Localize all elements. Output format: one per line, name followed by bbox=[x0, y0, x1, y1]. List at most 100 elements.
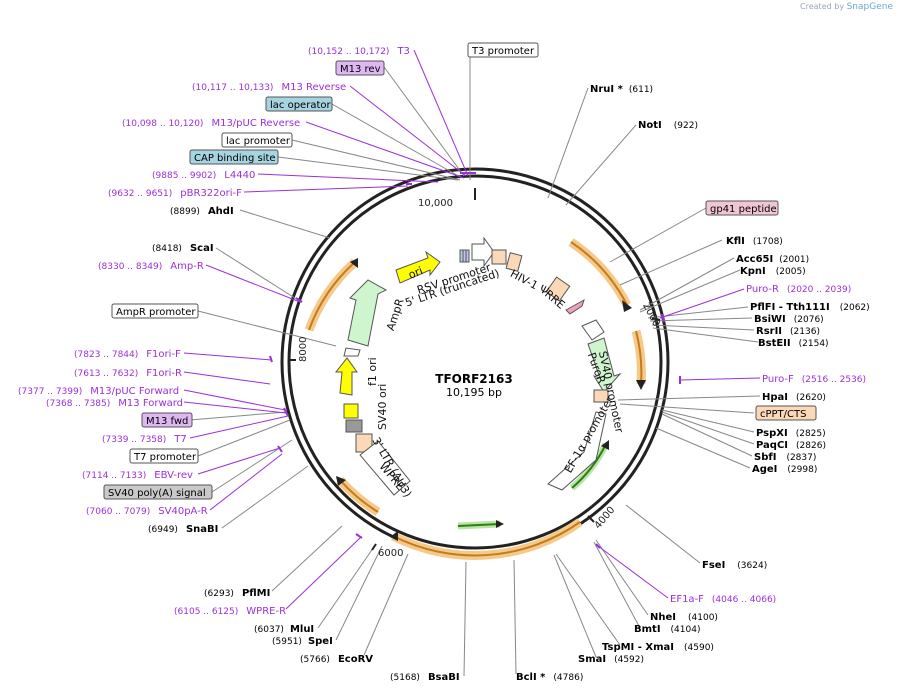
pmark-m13 bbox=[283, 407, 289, 417]
primer-lines bbox=[183, 49, 761, 610]
primer-m13puc-forward: (7377 .. 7399)M13/pUC Forward bbox=[18, 386, 179, 397]
primer-labels: (10,152 .. 10,172)T3 (10,117 .. 10,133)M… bbox=[18, 46, 866, 617]
tick-2000 bbox=[651, 317, 661, 321]
box-gp41 bbox=[705, 200, 779, 216]
box-m13fwd bbox=[141, 412, 193, 428]
line-bcli bbox=[513, 559, 517, 675]
line-t7-promoter bbox=[197, 419, 291, 457]
orf-arc-left-core bbox=[308, 261, 356, 331]
box-t7-promoter bbox=[129, 448, 199, 464]
pmark-puror bbox=[661, 313, 665, 323]
pline-ampr bbox=[205, 264, 301, 303]
enzyme-agei: AgeI(2998) bbox=[752, 464, 817, 475]
line-tspmi bbox=[555, 553, 621, 646]
arrowhead-left bbox=[350, 258, 358, 268]
enzyme-sbfi: SbfI(2837) bbox=[754, 452, 816, 463]
arrowhead-right bbox=[636, 380, 646, 390]
box-cap-text: CAP binding site bbox=[194, 153, 276, 164]
plasmid-name: TFORF2163 bbox=[435, 372, 512, 386]
hiv-psi-box bbox=[505, 252, 523, 272]
line-lac-operator bbox=[331, 103, 463, 179]
line-cppt bbox=[619, 403, 755, 414]
primer-sv40pa-r: (7060 .. 7079)SV40pA-R bbox=[86, 506, 208, 517]
primer-ebv-rev: (7114 .. 7133)EBV-rev bbox=[82, 470, 193, 481]
ring-ticks bbox=[288, 188, 661, 551]
line-sbfi bbox=[661, 413, 753, 457]
line-nhei bbox=[595, 539, 649, 616]
tick-label-6000: 6000 bbox=[378, 548, 403, 559]
box-t3-promoter bbox=[467, 42, 539, 58]
enzyme-bmti: BmtI(4104) bbox=[634, 624, 700, 635]
enzyme-nhei: NheI(4100) bbox=[650, 612, 718, 623]
pline-pbr322 bbox=[243, 185, 409, 193]
arrowhead-green-bottom bbox=[496, 520, 504, 528]
enzyme-pflfi: PflFI - Tth111I(2062) bbox=[750, 302, 870, 313]
enzyme-tspmi: TspMI - XmaI(4590) bbox=[602, 642, 714, 653]
pmark-f1 bbox=[269, 355, 273, 363]
rre-box bbox=[545, 276, 571, 302]
primer-wpre-r: (6105 .. 6125)WPRE-R bbox=[174, 606, 286, 617]
inner-features bbox=[334, 236, 622, 496]
ltr5-box bbox=[491, 249, 507, 265]
pline-puro-r bbox=[659, 288, 745, 319]
enzyme-bcli: BclI *(4786) bbox=[516, 672, 583, 683]
orf-arc-left bbox=[304, 258, 359, 332]
orf-arc-bottom-core bbox=[392, 521, 581, 557]
tick-4000 bbox=[587, 515, 595, 523]
line-paqci bbox=[661, 411, 755, 445]
pline-m13-fwd bbox=[183, 401, 287, 414]
enzyme-spei: (5951)SpeI bbox=[272, 636, 333, 647]
ori-arrow bbox=[395, 250, 441, 284]
pline-sv40pa bbox=[209, 453, 283, 511]
enzyme-hpai: HpaI(2620) bbox=[762, 392, 826, 403]
enzyme-pflmi: (6293)PflMI bbox=[204, 588, 270, 599]
box-t7-promoter-text: T7 promoter bbox=[133, 452, 197, 463]
primer-puro-f: Puro-F(2516 .. 2536) bbox=[762, 374, 866, 385]
tick-label-10000: 10,000 bbox=[418, 198, 453, 209]
box-sv40polya-text: SV40 poly(A) signal bbox=[108, 488, 206, 499]
pline-m13rev bbox=[349, 85, 467, 177]
enzyme-snabi: (6949)SnaBI bbox=[148, 524, 218, 535]
line-acc65i bbox=[639, 257, 735, 311]
tick-6000 bbox=[371, 543, 377, 551]
ampr-arrow bbox=[347, 279, 388, 347]
pline-wpre-r bbox=[285, 537, 361, 610]
line-bsiwi bbox=[649, 317, 753, 322]
enzyme-paqci: PaqCI(2826) bbox=[756, 440, 826, 451]
box-ampr-promoter-text: AmpR promoter bbox=[116, 307, 196, 318]
pline-f1ori-r bbox=[183, 371, 271, 385]
line-gp41 bbox=[609, 207, 707, 263]
primer-ef1a-f: EF1a-F(4046 .. 4066) bbox=[670, 594, 776, 605]
line-ahdi bbox=[239, 209, 331, 239]
tick-label-8000: 8000 bbox=[298, 337, 309, 362]
line-bsabi bbox=[463, 561, 467, 677]
orf-arc-top-right bbox=[568, 238, 632, 308]
box-lac-operator-text: lac operator bbox=[270, 100, 331, 111]
line-mlui bbox=[317, 543, 377, 629]
pmark-ampr bbox=[295, 297, 303, 303]
pmark-ebv bbox=[277, 445, 283, 453]
pline-t7 bbox=[189, 415, 289, 439]
outer-arrowheads bbox=[336, 258, 646, 541]
plasmid-size: 10,195 bp bbox=[446, 386, 502, 399]
box-sv40polya bbox=[103, 484, 213, 500]
primer-m13puc-reverse: (10,098 .. 10,120)M13/pUC Reverse bbox=[122, 118, 300, 129]
primer-marks bbox=[269, 172, 681, 549]
line-snabi bbox=[221, 465, 309, 529]
sv40-ori-box bbox=[343, 403, 359, 419]
pline-puro-f bbox=[679, 377, 761, 381]
tick-label-4000: 4000 bbox=[593, 505, 618, 532]
pline-t3 bbox=[413, 49, 469, 177]
enzyme-ahdi: (8899)AhdI bbox=[170, 206, 234, 217]
enzyme-pspxi: PspXI(2825) bbox=[756, 428, 826, 439]
label-f1ori: f1 ori bbox=[366, 357, 379, 386]
pline-ebv bbox=[197, 447, 281, 475]
enzyme-fsei: FseI(3624) bbox=[702, 560, 767, 571]
connector-lines bbox=[189, 56, 761, 677]
arrowhead-bottom-left bbox=[336, 476, 346, 486]
ampr-promoter-arrow bbox=[343, 347, 361, 357]
enzyme-scai: (8418)ScaI bbox=[152, 243, 214, 254]
box-m13rev-text: M13 rev bbox=[340, 64, 381, 75]
pline-l4440 bbox=[257, 173, 439, 183]
